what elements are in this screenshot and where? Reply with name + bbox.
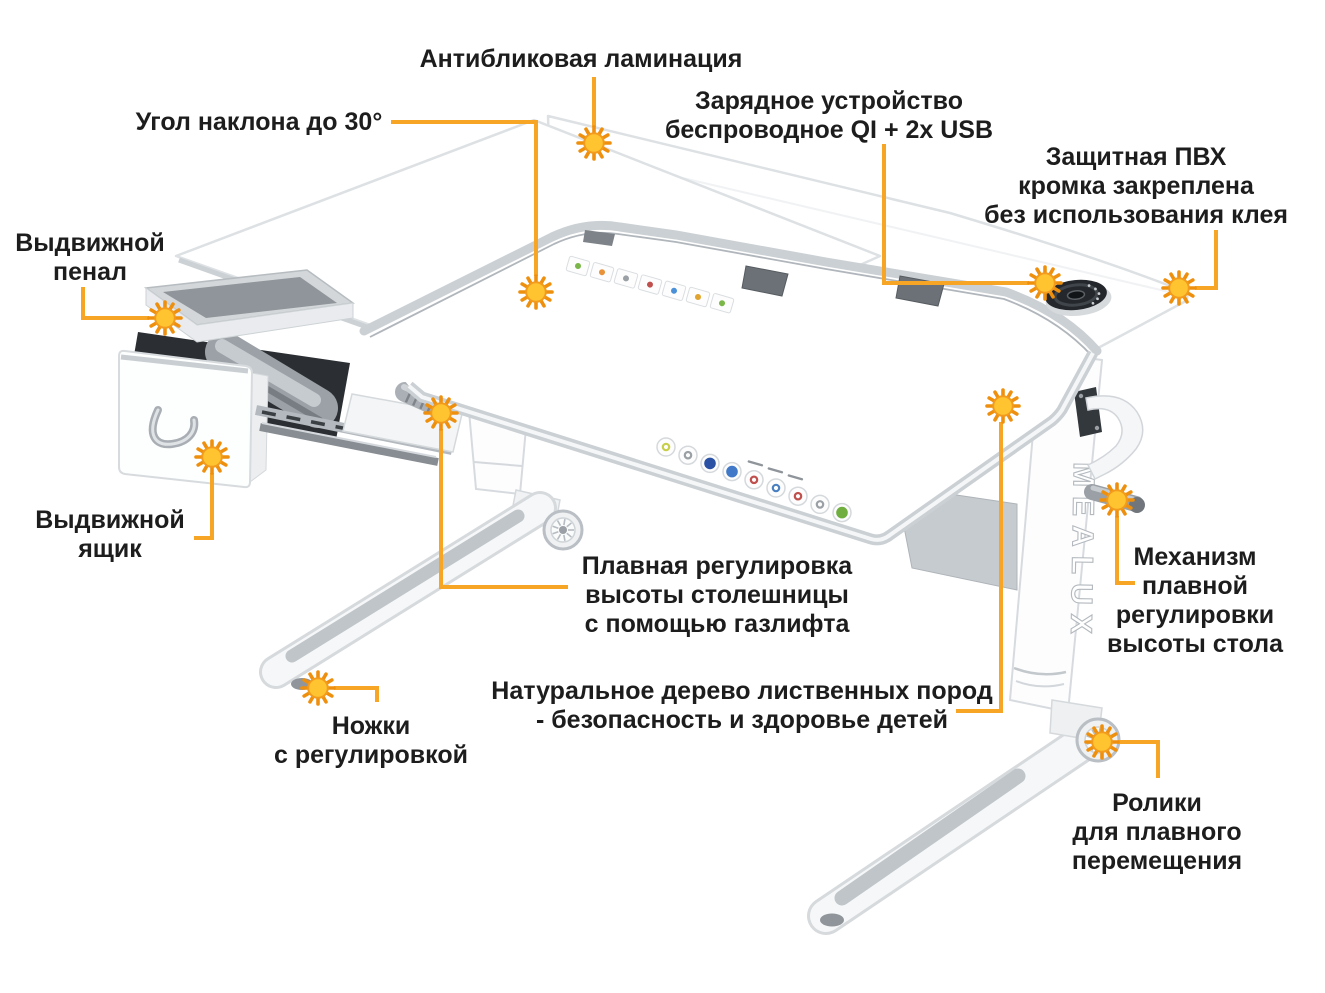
- feature-marker-wood: [985, 388, 1021, 424]
- label-line: Ножки: [331, 712, 411, 740]
- label-height-mechanism: Механизм плавной регулировки высоты стол…: [1107, 543, 1283, 659]
- annotation-layer: [81, 77, 1218, 778]
- label-line: высоты стола: [1106, 630, 1284, 658]
- label-pencil-tray: Выдвижной пенал: [15, 229, 164, 287]
- label-line: Выдвижной: [15, 229, 165, 257]
- left-foot: [259, 491, 584, 690]
- feature-marker-pvc-edge: [1161, 270, 1197, 306]
- label-adjustable-feet: Ножки с регулировкой: [274, 712, 468, 770]
- leader-line-tilt: [391, 120, 538, 276]
- leader-line-pvc-edge: [1195, 230, 1218, 290]
- feature-marker-charger: [1027, 265, 1063, 301]
- label-casters: Ролики для плавного перемещения: [1072, 789, 1242, 876]
- label-line: Зарядное устройство: [695, 87, 963, 115]
- tilt-hinge: [741, 265, 789, 297]
- brand-logo-vertical: MEALUX: [1064, 462, 1100, 643]
- label-gas-lift: Плавная регулировка высоты столешницы с …: [582, 552, 852, 639]
- crank-arm: [1085, 395, 1144, 481]
- label-line: плавной: [1142, 572, 1248, 600]
- left-caster: [542, 509, 584, 551]
- feature-marker-antiglare: [576, 125, 612, 161]
- label-line: для плавного: [1072, 818, 1242, 846]
- right-foot-glide: [820, 913, 844, 927]
- label-line: ящик: [78, 535, 142, 563]
- label-line: Антибликовая ламинация: [419, 45, 743, 73]
- feature-marker-gas-lift: [423, 395, 459, 431]
- label-line: Механизм: [1133, 543, 1257, 571]
- label-line: беспроводное QI + 2x USB: [664, 116, 994, 144]
- label-line: - безопасность и здоровье детей: [535, 706, 949, 734]
- label-line: пенал: [53, 258, 127, 286]
- feature-marker-pencil-tray: [147, 300, 183, 336]
- label-line: перемещения: [1071, 847, 1243, 875]
- label-pvc-edge: Защитная ПВХ кромка закреплена без испол…: [984, 143, 1288, 230]
- label-line: Ролики: [1112, 789, 1202, 817]
- pencil-tray: [143, 269, 355, 343]
- label-wireless-charger: Зарядное устройство беспроводное QI + 2x…: [665, 87, 993, 145]
- label-line: высоты столешницы: [585, 581, 849, 609]
- label-line: с помощью газлифта: [584, 610, 850, 638]
- leader-line-rollers: [1118, 740, 1160, 778]
- label-line: с регулировкой: [274, 741, 468, 769]
- control-sticker-strip: [656, 437, 852, 523]
- label-drawer: Выдвижной ящик: [35, 506, 184, 564]
- leader-line-gas-lift: [439, 429, 568, 589]
- label-line: Угол наклона до 30°: [135, 108, 383, 136]
- feature-marker-feet: [300, 670, 336, 706]
- label-line: Выдвижной: [35, 506, 185, 534]
- tilting-desktop: [359, 220, 1102, 546]
- label-natural-wood: Натуральное дерево лиственных пород - бе…: [491, 677, 992, 735]
- feature-marker-drawer: [194, 439, 230, 475]
- leader-line-wood: [956, 422, 1003, 713]
- feature-marker-mechanism: [1099, 482, 1135, 518]
- label-line: Защитная ПВХ: [1045, 143, 1227, 171]
- label-antiglare: Антибликовая ламинация: [420, 45, 743, 74]
- leader-line-charger: [882, 144, 1029, 285]
- label-line: Плавная регулировка: [581, 552, 853, 580]
- label-line: Натуральное дерево лиственных пород: [491, 677, 993, 705]
- feature-marker-rollers: [1084, 724, 1120, 760]
- desk-edge-band: [359, 220, 1102, 356]
- leader-line-feet: [334, 686, 379, 702]
- right-foot-inset: [834, 768, 1026, 906]
- sticker-strip: [565, 255, 735, 314]
- left-foot-inset: [285, 509, 525, 663]
- leader-line-drawer: [194, 473, 214, 540]
- label-line: без использования клея: [984, 201, 1288, 229]
- feature-marker-tilt: [518, 274, 554, 310]
- leader-line-pencil-tray: [81, 287, 149, 320]
- label-line: регулировки: [1115, 601, 1275, 629]
- drawer-slide-rails: [255, 393, 463, 466]
- leader-line-mechanism: [1115, 516, 1135, 585]
- label-tilt-angle: Угол наклона до 30°: [136, 108, 383, 137]
- drawer: [118, 349, 269, 489]
- wireless-charger: [1045, 279, 1112, 317]
- label-line: кромка закреплена: [1018, 172, 1254, 200]
